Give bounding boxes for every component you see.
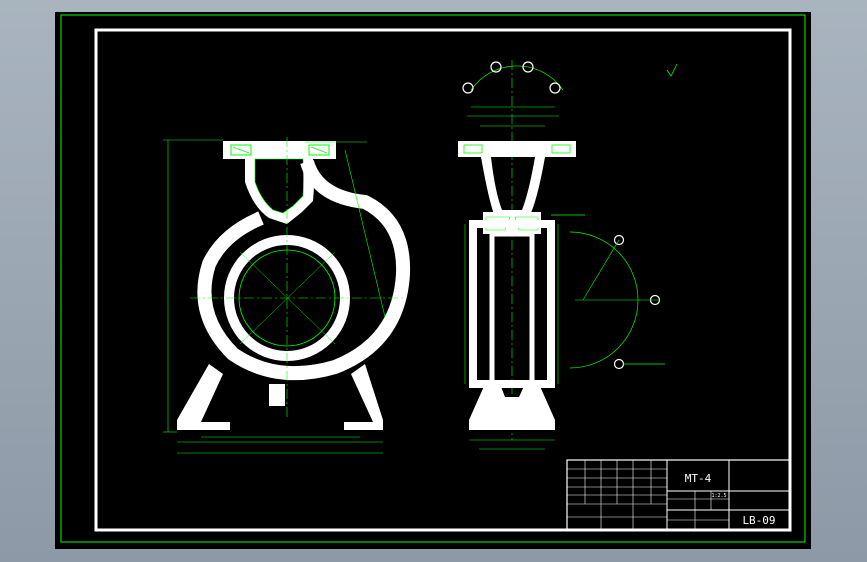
scale-field: 1:2.5 — [711, 493, 726, 499]
bolt-hole-icon — [462, 61, 561, 94]
side-view — [458, 60, 678, 450]
cad-drawing: MT-4 LB-09 1:2.5 — [60, 14, 806, 543]
drawing-frame — [94, 28, 792, 532]
right-foot — [344, 364, 383, 430]
roughness-symbol-icon — [666, 63, 678, 77]
drawing-number: LB-09 — [742, 514, 775, 527]
drawing-canvas: MT-4 LB-09 1:2.5 — [55, 12, 811, 549]
volute-casing — [197, 159, 411, 381]
side-base — [469, 384, 555, 420]
model-number: MT-4 — [685, 472, 712, 485]
suction-flange — [458, 141, 576, 157]
outer-border — [60, 14, 806, 543]
title-block: MT-4 LB-09 1:2.5 — [566, 459, 791, 531]
front-view-volute — [163, 137, 411, 454]
left-foot — [177, 364, 230, 430]
